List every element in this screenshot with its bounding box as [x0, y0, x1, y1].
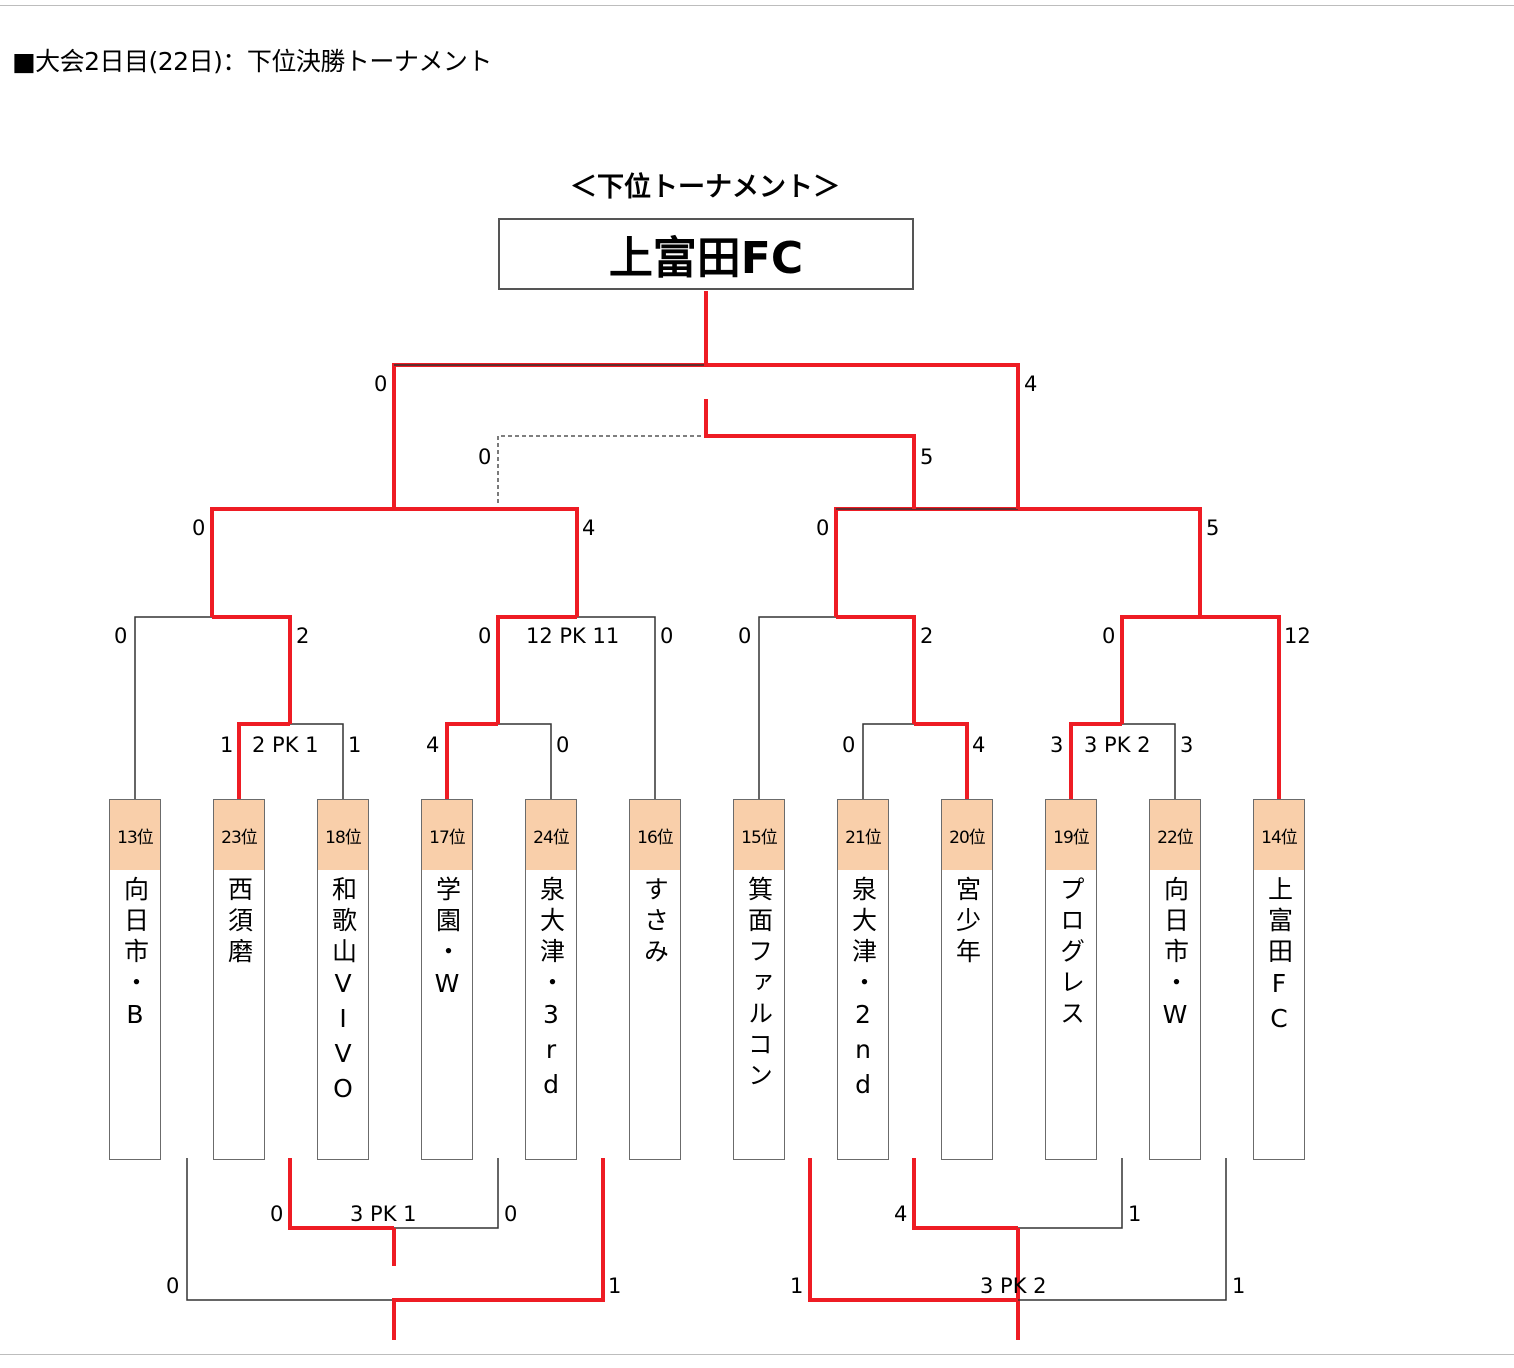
score: 1 [1232, 1274, 1246, 1298]
team-name: 宮少年 [941, 870, 993, 1160]
winner-path [914, 722, 969, 799]
winner-path [1120, 615, 1200, 724]
winner-path [834, 507, 1018, 617]
winner-path [496, 615, 577, 724]
score: 1 [790, 1274, 804, 1298]
score: 4 [972, 733, 986, 757]
bracket-line [1018, 1158, 1123, 1229]
score: 0 [842, 733, 856, 757]
pk-score: 12 PK 11 [526, 624, 620, 648]
score: 0 [192, 516, 206, 540]
team-rank: 21位 [837, 799, 889, 871]
score: 5 [920, 445, 934, 469]
winner-path [1069, 722, 1122, 799]
winner-path [445, 722, 498, 799]
score: 1 [608, 1274, 622, 1298]
team-name: すさみ [629, 870, 681, 1160]
bracket-line [1018, 1158, 1227, 1301]
score: 1 [220, 733, 234, 757]
team-rank: 24位 [525, 799, 577, 871]
winner-path [210, 507, 394, 617]
third-place-path [497, 435, 706, 503]
score: 4 [582, 516, 596, 540]
team-rank: 16位 [629, 799, 681, 871]
bracket-line [577, 616, 656, 799]
winner-path [704, 399, 916, 509]
bracket-line [394, 1158, 499, 1229]
team-name: 西須磨 [213, 870, 265, 1160]
team-name: 箕面ファルコン [733, 870, 785, 1160]
top-border [0, 5, 1514, 6]
winner-path [392, 1158, 605, 1340]
bracket-line [758, 616, 836, 799]
score: 0 [270, 1202, 284, 1226]
score: 0 [1102, 624, 1116, 648]
score: 1 [1128, 1202, 1142, 1226]
team-rank: 23位 [213, 799, 265, 871]
score: 4 [1024, 372, 1038, 396]
team-name: 泉大津・3rd [525, 870, 577, 1160]
score: 0 [738, 624, 752, 648]
score: 1 [348, 733, 362, 757]
score: 0 [478, 624, 492, 648]
bracket-line [498, 723, 552, 799]
score: 0 [816, 516, 830, 540]
winner-path [808, 1158, 1018, 1302]
bracket-line [862, 723, 914, 799]
bracket-line [134, 616, 212, 799]
score: 0 [374, 372, 388, 396]
score: 0 [556, 733, 570, 757]
winner-path [394, 507, 579, 617]
bracket-line [186, 1158, 394, 1301]
pk-score: 3 PK 1 [350, 1202, 417, 1226]
winner-path [212, 615, 292, 724]
team-rank: 14位 [1253, 799, 1305, 871]
tournament-subtitle: ＜下位トーナメント＞ [570, 172, 840, 203]
team-name: 学園・W [421, 870, 473, 1160]
pk-score: 3 PK 2 [1084, 733, 1151, 757]
winner-path [392, 363, 706, 509]
team-rank: 20位 [941, 799, 993, 871]
score: 3 [1180, 733, 1194, 757]
winner-path [1018, 507, 1202, 617]
team-name: 和歌山VIVO [317, 870, 369, 1160]
page-heading: ■大会2日目(22日)：下位決勝トーナメント [12, 47, 492, 76]
team-rank: 15位 [733, 799, 785, 871]
score: 4 [426, 733, 440, 757]
team-rank: 19位 [1045, 799, 1097, 871]
winner-path [704, 291, 1020, 509]
team-rank: 13位 [109, 799, 161, 871]
winner-path [288, 1158, 394, 1230]
score: 4 [894, 1202, 908, 1226]
score: 0 [660, 624, 674, 648]
winner-path [237, 722, 290, 799]
score: 0 [504, 1202, 518, 1226]
score: 3 [1050, 733, 1064, 757]
pk-score: 3 PK 2 [980, 1274, 1047, 1298]
winner-path [912, 1158, 1018, 1230]
champion-box: 上富田FC [498, 218, 914, 290]
team-rank: 17位 [421, 799, 473, 871]
team-name: 向日市・B [109, 870, 161, 1160]
team-name: 上富田FC [1253, 870, 1305, 1160]
score: 2 [296, 624, 310, 648]
pk-score: 2 PK 1 [252, 733, 319, 757]
bracket-line [1122, 723, 1176, 799]
team-rank: 22位 [1149, 799, 1201, 871]
team-name: 泉大津・2nd [837, 870, 889, 1160]
winner-path [1200, 615, 1281, 799]
score: 12 [1284, 624, 1311, 648]
team-name: 向日市・W [1149, 870, 1201, 1160]
score: 2 [920, 624, 934, 648]
team-name: プログレス [1045, 870, 1097, 1160]
score: 0 [478, 445, 492, 469]
score: 0 [166, 1274, 180, 1298]
winner-path [836, 615, 916, 724]
bracket-line [290, 723, 344, 799]
score: 5 [1206, 516, 1220, 540]
score: 0 [114, 624, 128, 648]
team-rank: 18位 [317, 799, 369, 871]
bottom-border [0, 1354, 1514, 1355]
